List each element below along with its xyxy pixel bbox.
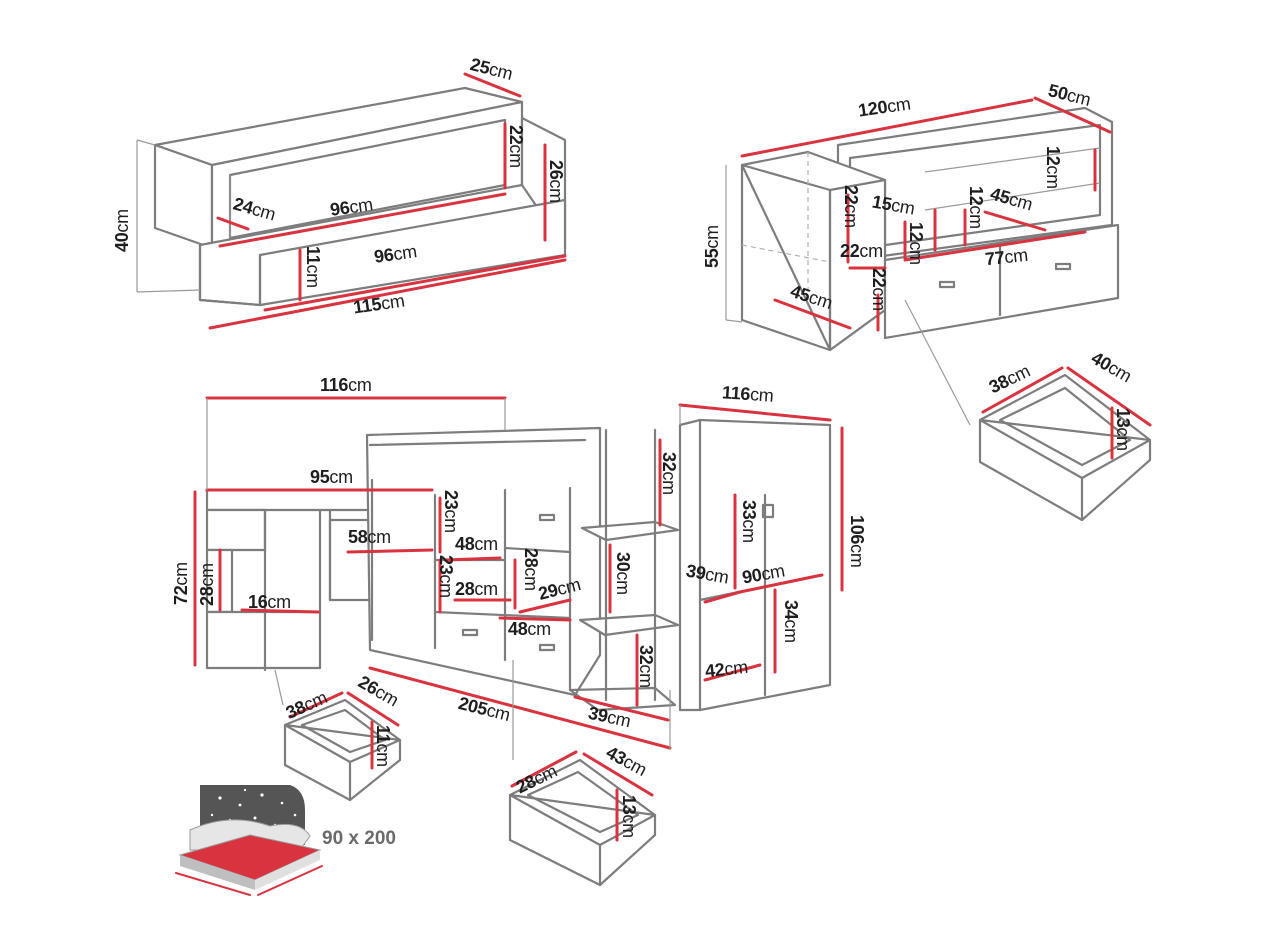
dresser-bottom-width-label: 77cm — [984, 244, 1029, 270]
step-mid-height-label: 30cm — [613, 552, 633, 595]
dresser-drawer-height-label: 13cm — [1113, 408, 1133, 451]
mattress-icon — [175, 785, 323, 896]
shelf-unit — [136, 72, 567, 330]
drawer1-height-label: 23cm — [441, 490, 461, 533]
wardrobe-top-width-label: 116cm — [721, 382, 775, 406]
dresser-small-h-label: 12cm — [906, 222, 926, 265]
bed-total-height-label: 106cm — [847, 515, 867, 568]
mid-drawer — [508, 750, 657, 887]
small-drawer-height-label: 11cm — [373, 725, 393, 767]
desk-height-label: 72cm — [171, 562, 191, 605]
drawer1-width-label: 48cm — [455, 534, 498, 554]
dresser-unit — [725, 96, 1120, 426]
shelf-inner-height-label: 22cm — [506, 125, 526, 168]
wardrobe-lower-height-label: 34cm — [781, 600, 801, 643]
desk-width-label: 95cm — [310, 467, 353, 487]
dresser-height-label: 55cm — [702, 225, 722, 268]
dresser-comp-width-label: 22cm — [840, 241, 883, 261]
mid-width-label: 28cm — [455, 579, 498, 599]
wardrobe-top-height-label: 33cm — [739, 500, 759, 543]
wardrobe-depth-label: 42cm — [704, 656, 749, 682]
shelf-lower-height-label: 11cm — [303, 246, 323, 288]
desk-knee-width-label: 58cm — [348, 527, 391, 547]
small-drawer — [283, 691, 402, 802]
dresser-side-comp-label: 22cm — [841, 185, 861, 228]
shelf-height-label: 40cm — [112, 209, 132, 252]
dresser-drawer — [978, 366, 1152, 522]
desk-top-width-label: 116cm — [320, 375, 372, 395]
mattress-size-label: 90 x 200 — [322, 828, 396, 849]
drawer3-width-label: 48cm — [508, 619, 551, 639]
dresser-bottom-height-label: 22cm — [869, 268, 889, 311]
drawer2-height-label: 23cm — [436, 555, 456, 598]
dresser-small-h2-label: 12cm — [966, 186, 986, 229]
dresser-top-shelf-label: 12cm — [1043, 146, 1063, 189]
step-top-height-label: 32cm — [659, 452, 679, 495]
desk-shelf-depth-label: 16cm — [248, 592, 291, 612]
desk-drawer-gap-label: 28cm — [197, 563, 217, 606]
step-bottom-height-label: 32cm — [636, 645, 656, 688]
mid-drawer-height-label: 13cm — [619, 795, 639, 838]
loft-bed-unit — [193, 396, 844, 760]
shelf-side-height-label: 26cm — [546, 160, 566, 203]
